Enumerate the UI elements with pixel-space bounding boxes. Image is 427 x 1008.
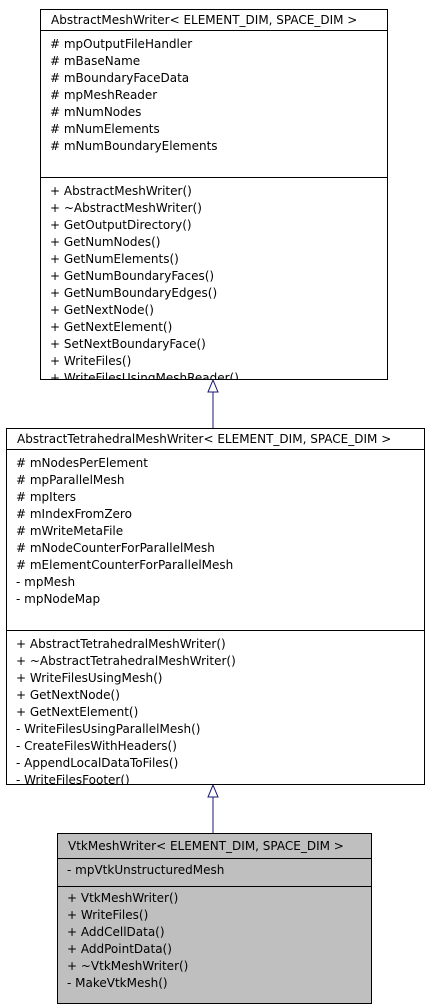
method: + ~VtkMeshWriter()	[67, 959, 189, 973]
method: + ~AbstractTetrahedralMeshWriter()	[16, 654, 236, 668]
method: + GetNumNodes()	[50, 235, 161, 249]
attribute: # mNumBoundaryElements	[50, 139, 218, 153]
method: + GetNextNode()	[50, 303, 154, 317]
method: - WriteFilesUsingParallelMesh()	[16, 722, 201, 736]
class-name: AbstractTetrahedralMeshWriter< ELEMENT_D…	[17, 432, 392, 446]
method: + GetNumBoundaryFaces()	[50, 269, 215, 283]
class-abstract-tetrahedral-mesh-writer[interactable]: AbstractTetrahedralMeshWriter< ELEMENT_D…	[6, 428, 425, 785]
attribute: # mpMeshReader	[50, 88, 158, 102]
method: + AbstractMeshWriter()	[50, 184, 192, 198]
attribute: # mpParallelMesh	[16, 473, 125, 487]
attribute: # mIndexFromZero	[16, 507, 132, 521]
attributes-section: # mNodesPerElement # mpParallelMesh # mp…	[7, 449, 424, 630]
attribute: # mNumNodes	[50, 105, 142, 119]
attributes-section: # mpOutputFileHandler # mBaseName # mBou…	[41, 30, 387, 177]
attribute: # mpIters	[16, 490, 76, 504]
class-abstract-mesh-writer[interactable]: AbstractMeshWriter< ELEMENT_DIM, SPACE_D…	[40, 9, 388, 380]
class-name: AbstractMeshWriter< ELEMENT_DIM, SPACE_D…	[51, 13, 358, 27]
attribute: # mNodesPerElement	[16, 456, 148, 470]
method: - AppendLocalDataToFiles()	[16, 756, 179, 770]
method: + WriteFilesUsingMeshReader()	[50, 371, 239, 380]
method: + GetOutputDirectory()	[50, 218, 192, 232]
methods-section: + AbstractTetrahedralMeshWriter() + ~Abs…	[7, 630, 424, 785]
class-vtk-mesh-writer[interactable]: VtkMeshWriter< ELEMENT_DIM, SPACE_DIM > …	[57, 833, 372, 1004]
method: - MakeVtkMesh()	[67, 976, 168, 990]
method: + AddCellData()	[67, 925, 165, 939]
method: + WriteFilesUsingMesh()	[16, 671, 163, 685]
attribute: # mNodeCounterForParallelMesh	[16, 541, 215, 555]
method: + GetNumBoundaryEdges()	[50, 286, 218, 300]
method: + AbstractTetrahedralMeshWriter()	[16, 637, 226, 651]
inheritance-arrow-1	[207, 378, 219, 393]
attribute: # mBaseName	[50, 54, 141, 68]
attribute: # mBoundaryFaceData	[50, 71, 190, 85]
attribute: # mWriteMetaFile	[16, 524, 124, 538]
method: + WriteFiles()	[67, 908, 149, 922]
method: + GetNextElement()	[16, 705, 139, 719]
attribute: - mpMesh	[16, 575, 76, 589]
method: + VtkMeshWriter()	[67, 891, 179, 905]
method: + GetNumElements()	[50, 252, 179, 266]
method: + WriteFiles()	[50, 354, 132, 368]
method: + ~AbstractMeshWriter()	[50, 201, 202, 215]
attribute: - mpNodeMap	[16, 592, 101, 606]
method: + AddPointData()	[67, 942, 172, 956]
methods-section: + AbstractMeshWriter() + ~AbstractMeshWr…	[41, 177, 387, 380]
inheritance-arrow-2	[207, 783, 219, 798]
attributes-section: - mpVtkUnstructuredMesh	[58, 858, 371, 886]
attribute: # mpOutputFileHandler	[50, 37, 193, 51]
method: + GetNextNode()	[16, 688, 120, 702]
method: - CreateFilesWithHeaders()	[16, 739, 177, 753]
attribute: # mElementCounterForParallelMesh	[16, 558, 234, 572]
method: - WriteFilesFooter()	[16, 773, 130, 785]
method: + SetNextBoundaryFace()	[50, 337, 206, 351]
attribute: - mpVtkUnstructuredMesh	[67, 863, 225, 877]
attribute: # mNumElements	[50, 122, 160, 136]
methods-section: + VtkMeshWriter() + WriteFiles() + AddCe…	[58, 886, 371, 992]
method: + GetNextElement()	[50, 320, 173, 334]
class-name: VtkMeshWriter< ELEMENT_DIM, SPACE_DIM >	[68, 839, 344, 853]
